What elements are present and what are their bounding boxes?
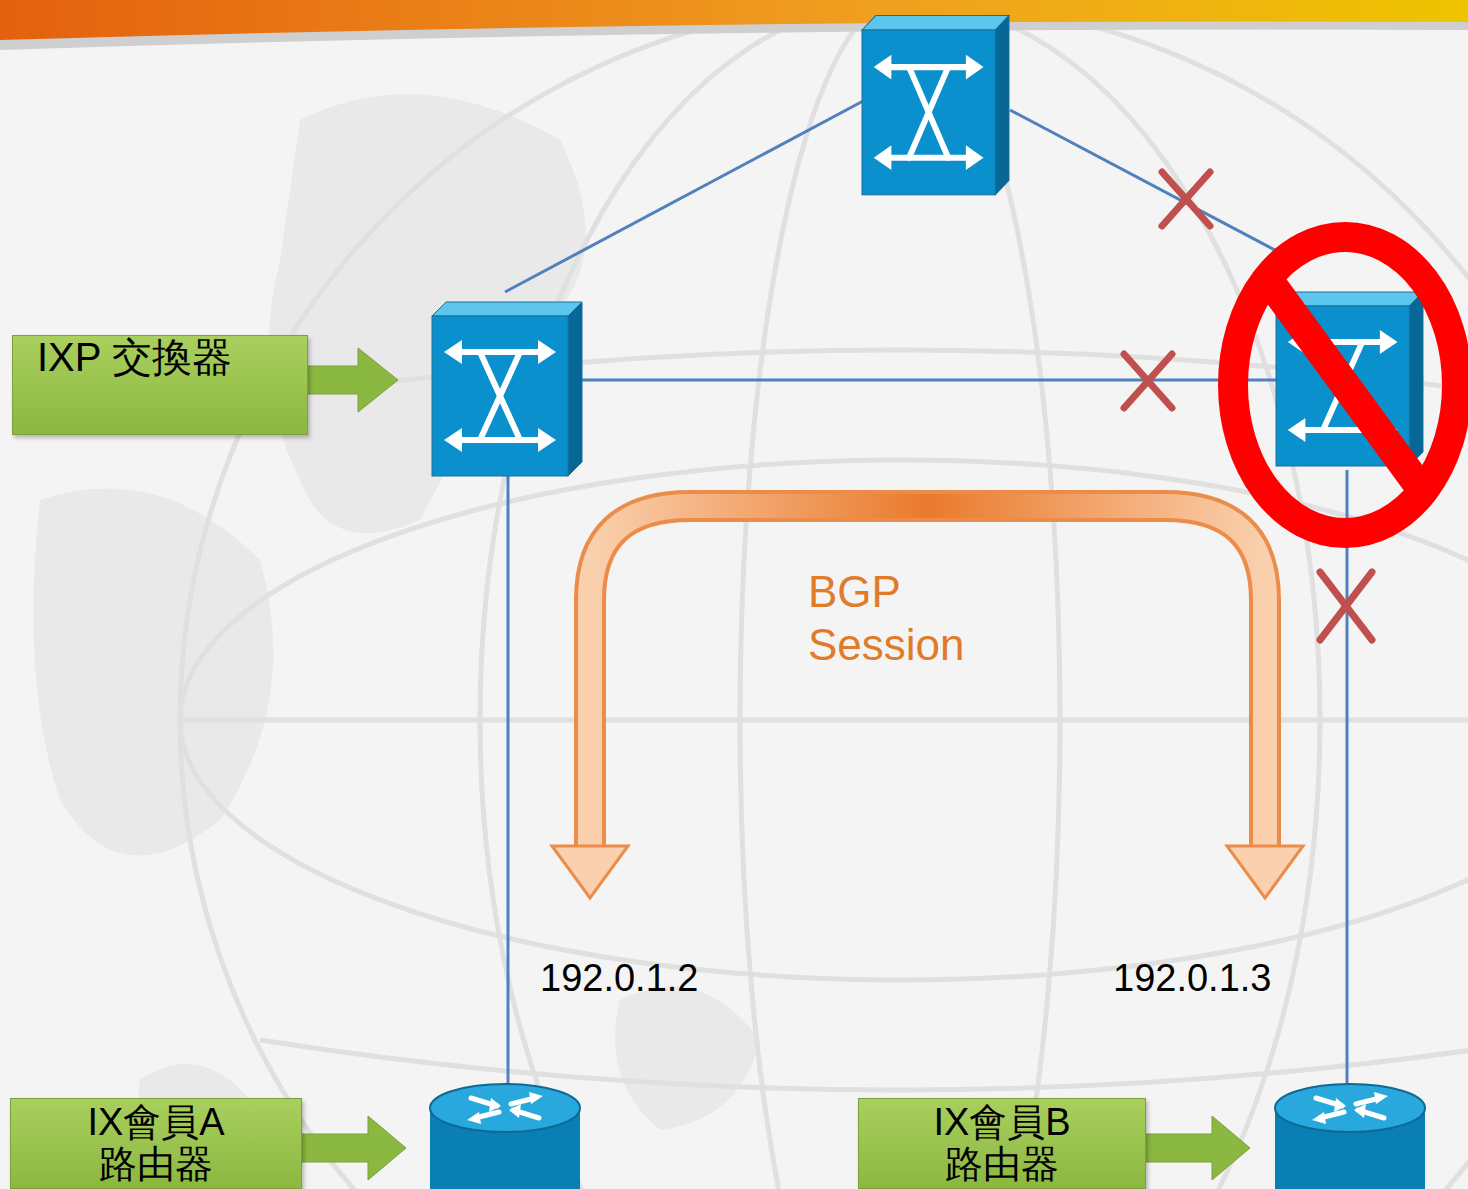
router-callout: IX會員B 路由器 <box>858 1098 1146 1189</box>
ip-address: 192.0.1.3 <box>1113 958 1271 1000</box>
ip-address: 192.0.1.2 <box>540 958 698 1000</box>
callout-text: IX會員B 路由器 <box>902 1102 1102 1184</box>
switch-callout: IXP 交換器 <box>12 335 308 435</box>
router-callout: IX會員A 路由器 <box>10 1098 302 1189</box>
callout-text: IXP 交換器 <box>37 336 232 379</box>
callout-text: IX會員A 路由器 <box>56 1102 256 1184</box>
session-label: BGP Session <box>808 566 1008 672</box>
